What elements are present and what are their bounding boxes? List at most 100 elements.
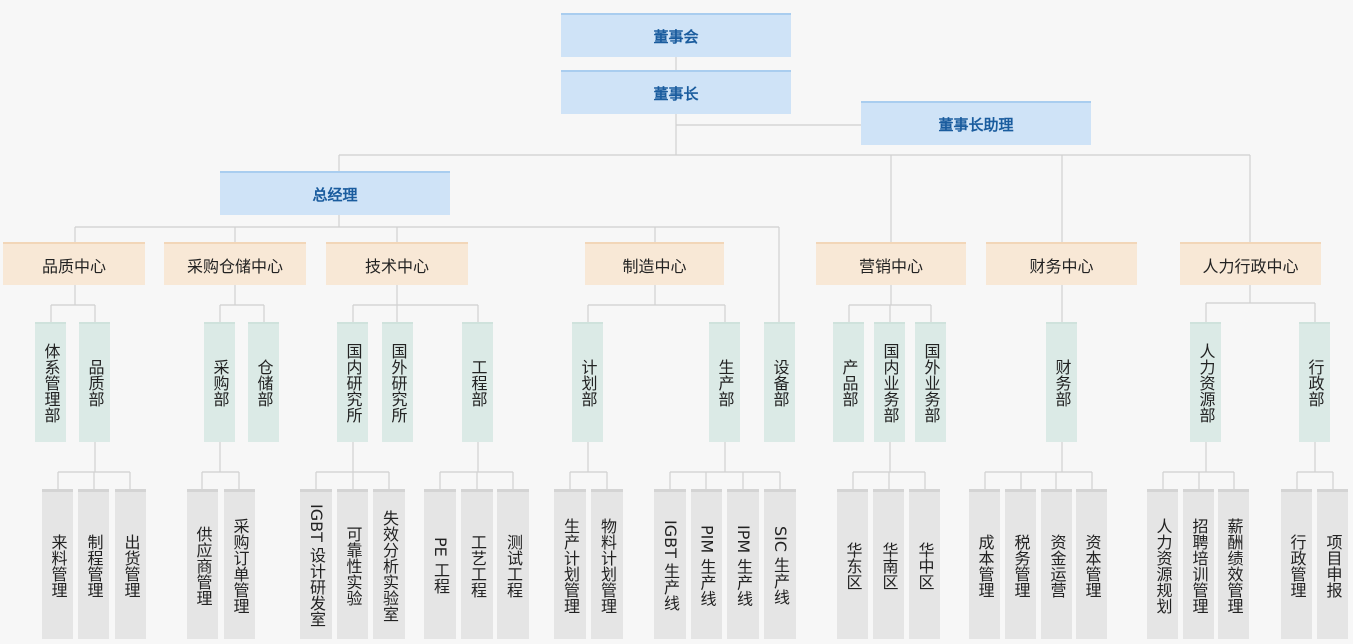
general-manager-label: 总经理: [312, 185, 358, 204]
unit-label: 失效分析实验室: [380, 509, 399, 622]
unit-project-application[interactable]: 项目申报: [1317, 489, 1348, 639]
unit-production-planning[interactable]: 生产计划管理: [554, 489, 586, 639]
unit-igbt-line[interactable]: IGBT 生产线: [654, 489, 686, 639]
board-label: 董事会: [653, 27, 699, 46]
center-label: 制造中心: [622, 256, 687, 276]
unit-tax[interactable]: 税务管理: [1005, 489, 1036, 639]
center-technology[interactable]: 技术中心: [326, 242, 468, 285]
dept-finance[interactable]: 财务部: [1046, 322, 1077, 442]
dept-label: 国外研究所: [388, 343, 408, 423]
unit-label: IGBT 生产线: [661, 520, 680, 611]
general-manager-node[interactable]: 总经理: [220, 171, 450, 215]
board-node[interactable]: 董事会: [561, 13, 791, 57]
unit-failure-analysis[interactable]: 失效分析实验室: [373, 489, 405, 639]
unit-label: 供应商管理: [193, 525, 213, 606]
dept-system-management[interactable]: 体系管理部: [35, 322, 66, 442]
unit-label: 制程管理: [84, 533, 104, 598]
unit-sic-line[interactable]: SIC 生产线: [764, 489, 796, 639]
dept-label: 计划部: [578, 359, 598, 407]
unit-label: 工艺工程: [468, 533, 487, 598]
unit-material-planning[interactable]: 物料计划管理: [591, 489, 623, 639]
dept-product[interactable]: 产品部: [833, 322, 864, 442]
unit-label: IGBT 设计研发室: [307, 504, 326, 627]
unit-process-engineering[interactable]: 工艺工程: [461, 489, 493, 639]
dept-administration[interactable]: 行政部: [1299, 322, 1330, 442]
unit-label: 税务管理: [1011, 533, 1031, 598]
center-manufacturing[interactable]: 制造中心: [585, 242, 724, 285]
unit-shipping[interactable]: 出货管理: [115, 489, 146, 639]
dept-warehouse[interactable]: 仓储部: [248, 322, 279, 442]
dept-engineering[interactable]: 工程部: [462, 322, 493, 442]
unit-label: PE 工程: [431, 537, 450, 594]
center-label: 人力行政中心: [1202, 256, 1299, 276]
center-finance[interactable]: 财务中心: [986, 242, 1137, 285]
dept-label: 体系管理部: [41, 343, 61, 423]
dept-quality[interactable]: 品质部: [79, 322, 110, 442]
unit-label: 华中区: [915, 541, 935, 590]
dept-procurement[interactable]: 采购部: [204, 322, 235, 442]
unit-process[interactable]: 制程管理: [78, 489, 109, 639]
unit-label: IPM 生产线: [734, 524, 753, 607]
center-procurement-warehouse[interactable]: 采购仓储中心: [164, 242, 306, 285]
unit-capital[interactable]: 资本管理: [1076, 489, 1107, 639]
dept-domestic-research[interactable]: 国内研究所: [337, 322, 368, 442]
dept-label: 工程部: [468, 359, 488, 407]
center-label: 品质中心: [41, 256, 106, 276]
chairman-assistant-node[interactable]: 董事长助理: [861, 101, 1091, 145]
chairman-node[interactable]: 董事长: [561, 70, 791, 114]
unit-igbt-design[interactable]: IGBT 设计研发室: [300, 489, 332, 639]
center-label: 财务中心: [1029, 256, 1094, 276]
dept-label: 仓储部: [254, 359, 274, 407]
unit-label: PIM 生产线: [697, 524, 717, 607]
dept-label: 设备部: [770, 359, 790, 407]
dept-label: 国外业务部: [921, 343, 941, 423]
chairman-label: 董事长: [653, 84, 699, 103]
center-label: 技术中心: [364, 256, 429, 276]
dept-overseas-business[interactable]: 国外业务部: [915, 322, 946, 442]
dept-label: 品质部: [85, 359, 105, 407]
dept-planning[interactable]: 计划部: [572, 322, 603, 442]
unit-label: 项目申报: [1323, 533, 1343, 598]
unit-fund-operation[interactable]: 资金运营: [1041, 489, 1072, 639]
unit-incoming-material[interactable]: 来料管理: [42, 489, 73, 639]
unit-recruit-training[interactable]: 招聘培训管理: [1183, 489, 1214, 639]
unit-label: 出货管理: [121, 533, 141, 598]
unit-admin-management[interactable]: 行政管理: [1281, 489, 1312, 639]
dept-label: 国内研究所: [343, 343, 363, 423]
unit-purchase-order[interactable]: 采购订单管理: [224, 489, 255, 639]
dept-overseas-research[interactable]: 国外研究所: [382, 322, 413, 442]
unit-ipm-line[interactable]: IPM 生产线: [727, 489, 759, 639]
unit-label: 测试工程: [504, 533, 523, 598]
unit-label: 资本管理: [1082, 533, 1102, 598]
unit-label: 采购订单管理: [230, 517, 250, 614]
unit-test-engineering[interactable]: 测试工程: [497, 489, 529, 639]
unit-label: 物料计划管理: [598, 517, 617, 614]
unit-pim-line[interactable]: PIM 生产线: [691, 489, 722, 639]
unit-east-china[interactable]: 华东区: [837, 489, 868, 639]
unit-south-china[interactable]: 华南区: [873, 489, 904, 639]
dept-production[interactable]: 生产部: [709, 322, 740, 442]
dept-domestic-business[interactable]: 国内业务部: [874, 322, 905, 442]
unit-reliability[interactable]: 可靠性实验: [337, 489, 368, 639]
unit-compensation[interactable]: 薪酬绩效管理: [1218, 489, 1249, 639]
dept-label: 行政部: [1305, 359, 1325, 407]
dept-label: 人力资源部: [1196, 343, 1216, 423]
unit-supplier[interactable]: 供应商管理: [187, 489, 218, 639]
dept-label: 产品部: [839, 359, 859, 407]
unit-label: 华南区: [879, 541, 899, 590]
center-label: 采购仓储中心: [186, 256, 283, 276]
dept-label: 生产部: [715, 359, 735, 407]
unit-label: 招聘培训管理: [1189, 517, 1209, 614]
center-quality[interactable]: 品质中心: [3, 242, 145, 285]
dept-human-resources[interactable]: 人力资源部: [1190, 322, 1221, 442]
unit-hr-planning[interactable]: 人力资源规划: [1147, 489, 1178, 639]
unit-cost[interactable]: 成本管理: [969, 489, 1000, 639]
unit-central-china[interactable]: 华中区: [909, 489, 940, 639]
dept-equipment[interactable]: 设备部: [764, 322, 795, 442]
center-marketing[interactable]: 营销中心: [816, 242, 966, 285]
unit-label: 成本管理: [975, 533, 995, 598]
center-hr-admin[interactable]: 人力行政中心: [1180, 242, 1321, 285]
unit-label: 可靠性实验: [343, 525, 363, 606]
dept-label: 采购部: [210, 359, 230, 407]
unit-pe-engineering[interactable]: PE 工程: [424, 489, 456, 639]
